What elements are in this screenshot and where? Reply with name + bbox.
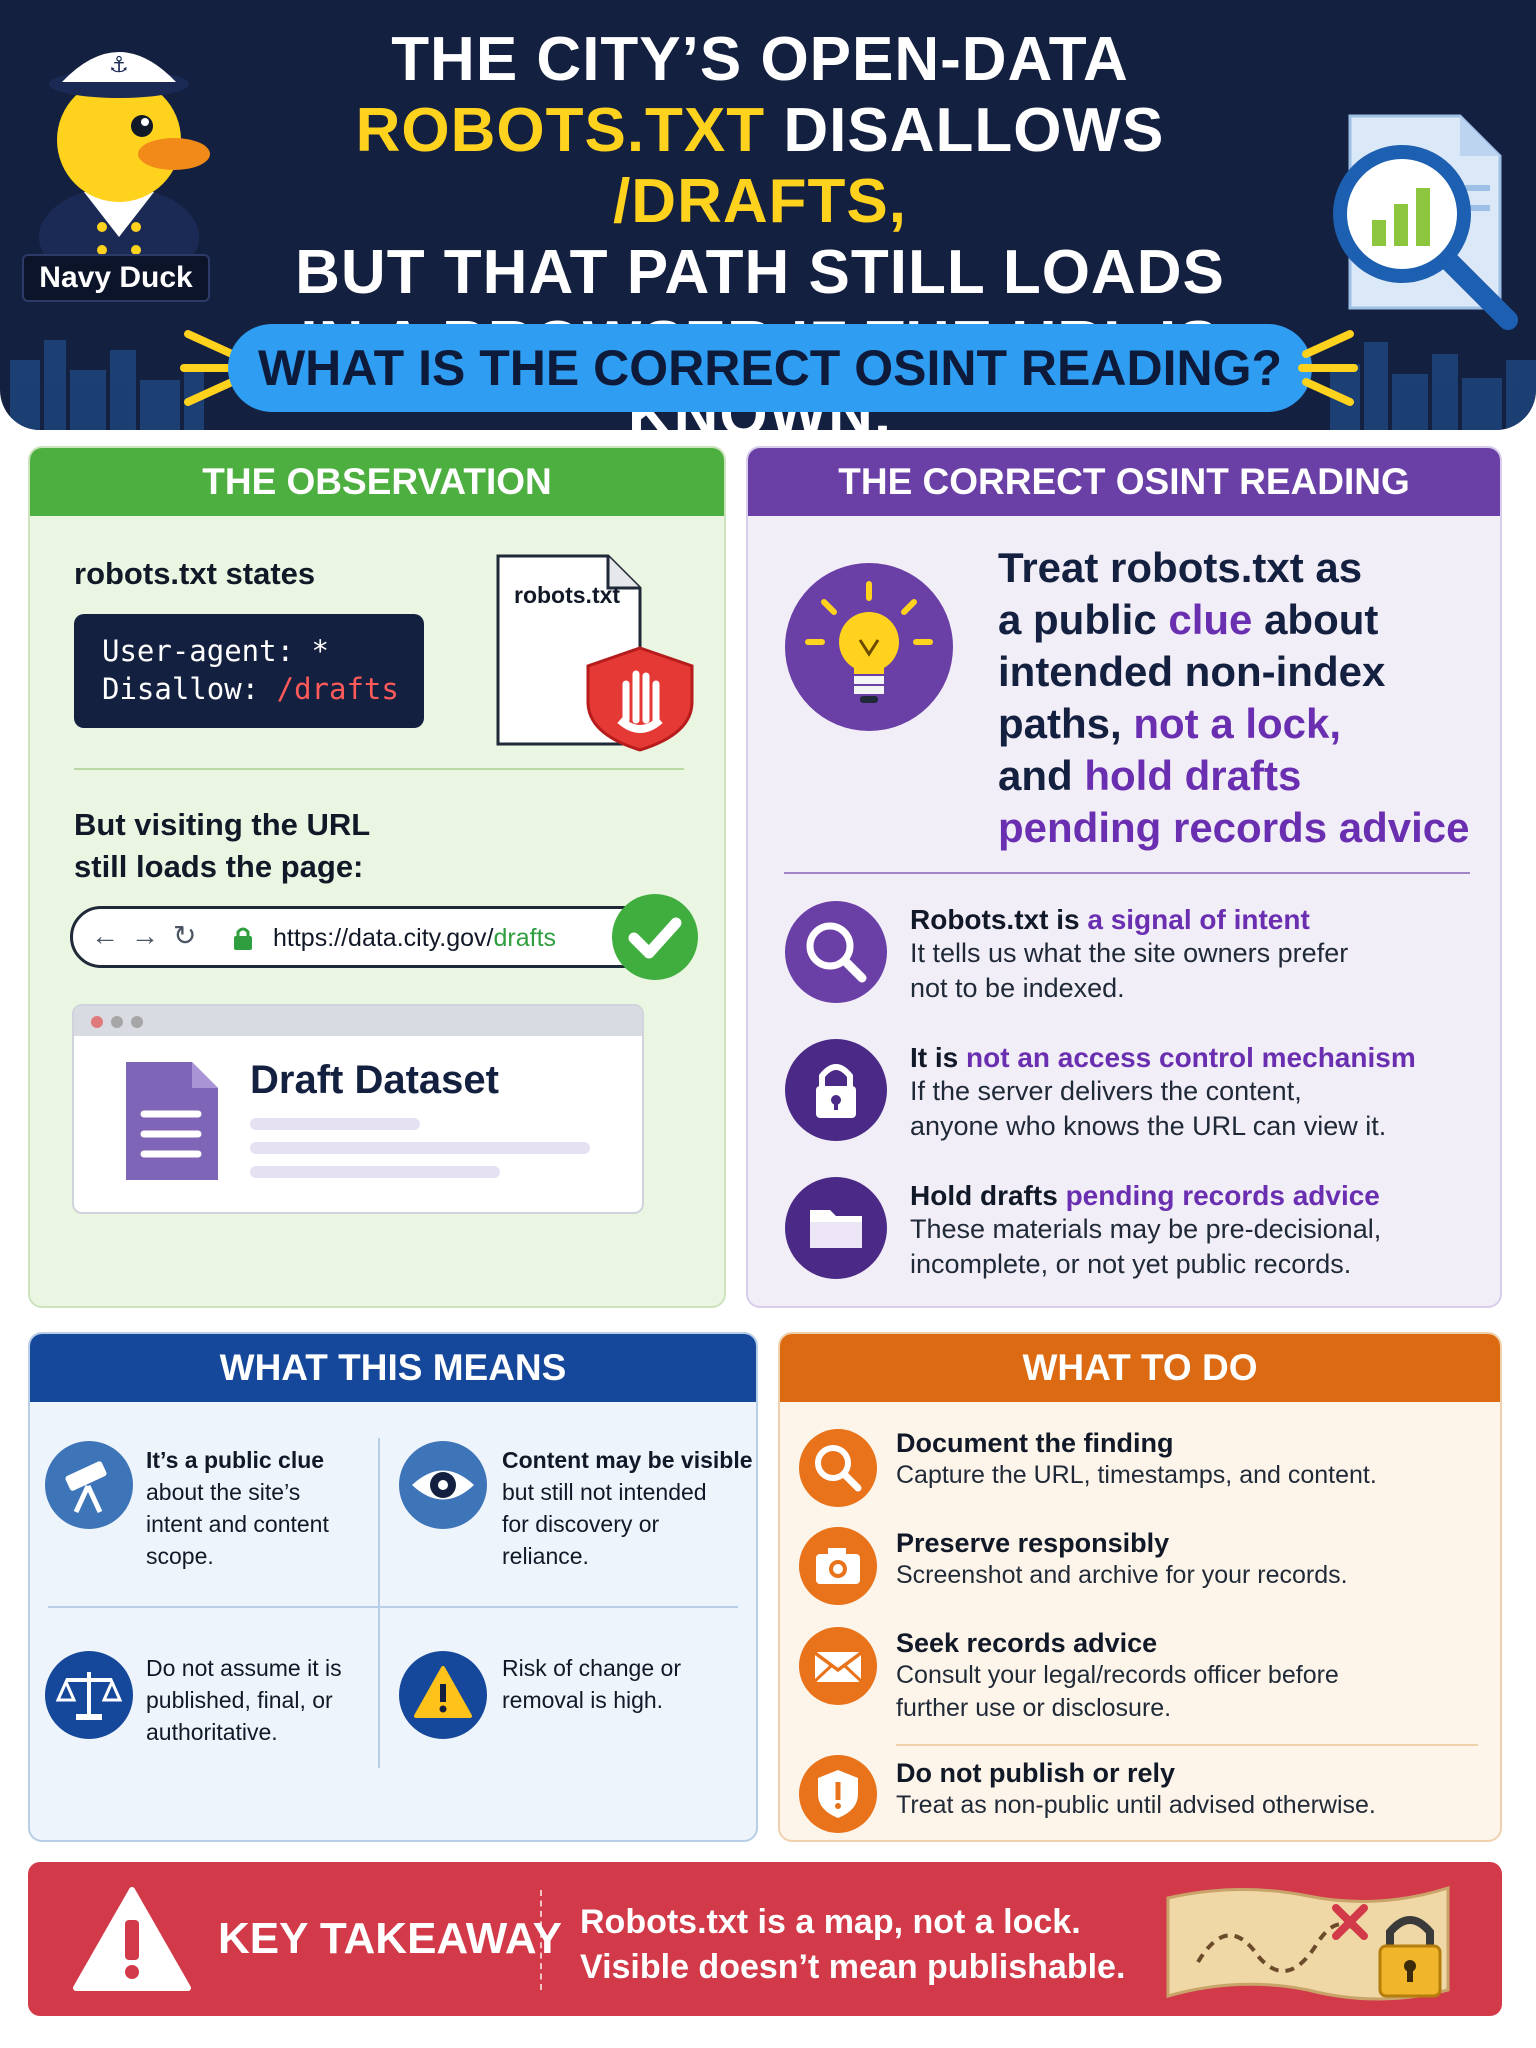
todo-item-document: Document the finding Capture the URL, ti… (896, 1428, 1377, 1489)
reading-item-signal: Robots.txt is a signal of intent It tell… (910, 904, 1349, 1003)
camera-icon (799, 1527, 877, 1605)
means-cell-not-published: Do not assume it is published, final, or… (146, 1655, 342, 1745)
lock-icon (234, 927, 252, 950)
todo-title: WHAT TO DO (780, 1334, 1500, 1402)
search-icon (785, 901, 887, 1003)
folder-icon (785, 1177, 887, 1279)
headline-line-1: THE CITY’S OPEN-DATA (391, 25, 1129, 94)
observation-title: THE OBSERVATION (30, 448, 724, 516)
robots-file-label: robots.txt (514, 582, 621, 608)
means-divider-horizontal (48, 1606, 738, 1608)
envelope-icon (799, 1627, 877, 1705)
robots-code-block: User-agent: * Disallow: /drafts (74, 614, 424, 728)
reading-title: THE CORRECT OSINT READING (748, 448, 1500, 516)
todo-card: WHAT TO DO Document the finding Capture … (778, 1332, 1502, 1842)
takeaway-divider (540, 1890, 542, 1990)
placeholder-line (250, 1166, 500, 1178)
todo-item-do-not-publish: Do not publish or rely Treat as non-publ… (896, 1758, 1376, 1819)
means-card: WHAT THIS MEANS It’s a public clue about… (28, 1332, 758, 1842)
placeholder-line (250, 1142, 590, 1154)
draft-dataset-title: Draft Dataset (250, 1058, 499, 1102)
key-takeaway-label: KEY TAKEAWAY (218, 1914, 562, 1963)
reading-statement: Treat robots.txt as a public clue about … (998, 544, 1470, 851)
eye-icon (399, 1441, 487, 1529)
means-cell-content-visible: Content may be visible but still not int… (502, 1447, 753, 1569)
key-takeaway-text: Robots.txt is a map, not a lock. Visible… (580, 1903, 1126, 1986)
warning-icon (399, 1651, 487, 1739)
right-burst-icon (1298, 330, 1358, 406)
robots-file-shield-icon (496, 554, 694, 752)
code-line-disallow: Disallow: /drafts (102, 672, 399, 706)
headline-line-3: BUT THAT PATH STILL LOADS (295, 238, 1225, 307)
browser-address-bar[interactable]: ← → ↻ https://data.city.gov/drafts (70, 906, 662, 968)
alert-triangle-icon (73, 1887, 191, 1991)
headline-line-2: ROBOTS.TXT DISALLOWS /DRAFTS, (355, 96, 1165, 236)
means-divider-vertical (378, 1438, 380, 1768)
search-icon (799, 1429, 877, 1507)
means-cell-public-clue: It’s a public clue about the site’s inte… (146, 1447, 329, 1569)
reading-card: THE CORRECT OSINT READING Treat robots.t… (746, 446, 1502, 1308)
svg-text:⚓: ⚓ (109, 53, 129, 78)
robots-states-label: robots.txt states (74, 556, 316, 591)
treasure-map-lock-icon (1166, 1885, 1450, 2001)
left-burst-icon (180, 330, 240, 406)
scales-icon (45, 1651, 133, 1739)
question-banner: WHAT IS THE CORRECT OSINT READING? (228, 324, 1312, 412)
code-line-user-agent: User-agent: * (102, 634, 329, 668)
todo-item-seek-advice: Seek records advice Consult your legal/r… (896, 1628, 1339, 1722)
reading-divider (784, 872, 1470, 874)
reading-item-not-access-control: It is not an access control mechanism If… (910, 1042, 1416, 1141)
visit-text: But visiting the URL still loads the pag… (74, 807, 371, 884)
url-text: https://data.city.gov/drafts (273, 924, 557, 952)
telescope-icon (45, 1441, 133, 1529)
magnifier-document-icon (1333, 114, 1518, 330)
observation-card: THE OBSERVATION robots.txt states User-a… (28, 446, 726, 1308)
success-check-icon (612, 894, 698, 980)
back-arrow-icon[interactable]: ← (91, 920, 119, 951)
mascot-label: Navy Duck (22, 254, 210, 302)
shield-alert-icon (799, 1755, 877, 1833)
todo-item-preserve: Preserve responsibly Screenshot and arch… (896, 1528, 1348, 1589)
forward-arrow-icon[interactable]: → (131, 920, 159, 951)
draft-page-window: Draft Dataset (72, 1004, 644, 1214)
header-banner: ⚓ Navy Duck THE CITY’S OPEN-DATA ROBOTS.… (0, 0, 1536, 430)
window-dots-icon (91, 1016, 143, 1028)
lightbulb-icon (785, 563, 953, 731)
observation-divider (74, 768, 684, 770)
reload-icon[interactable]: ↻ (173, 920, 197, 951)
reading-item-hold-drafts: Hold drafts pending records advice These… (910, 1180, 1382, 1279)
means-cell-risk-of-change: Risk of change or removal is high. (502, 1655, 681, 1713)
navy-duck-mascot-icon: ⚓ (39, 52, 210, 282)
key-takeaway-banner: KEY TAKEAWAY Robots.txt is a map, not a … (28, 1862, 1502, 2016)
todo-divider (896, 1744, 1478, 1746)
padlock-icon (785, 1039, 887, 1141)
window-title-bar (74, 1006, 642, 1036)
document-icon (126, 1062, 218, 1180)
placeholder-line (250, 1118, 420, 1130)
means-title: WHAT THIS MEANS (30, 1334, 756, 1402)
